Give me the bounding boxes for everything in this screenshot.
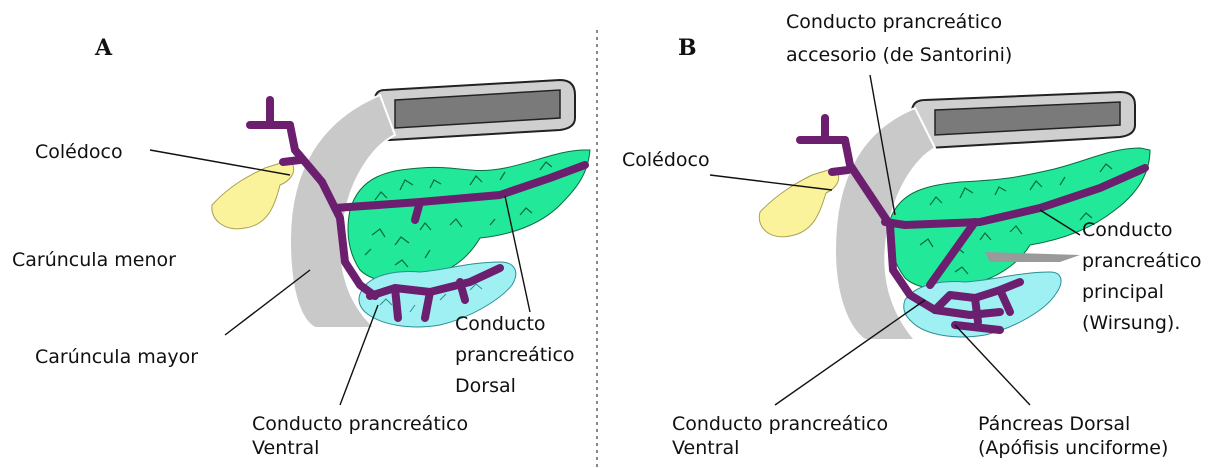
gallbladder-b [759, 168, 838, 237]
wirsung-wedge [985, 252, 1080, 262]
coledoco-label-a: Colédoco [35, 140, 123, 164]
dorsal-pancreas-a [348, 150, 590, 282]
coledoco-label-b: Colédoco [622, 148, 710, 172]
uncinate-label-line1: Páncreas Dorsal [978, 412, 1130, 436]
wirsung-label-line4: (Wirsung). [1082, 311, 1180, 335]
wirsung-label-line1: Conducto [1082, 218, 1173, 242]
uncinate-label-line2: (Apófisis unciforme) [978, 436, 1168, 460]
ventral-duct-label-b-line2: Ventral [672, 436, 739, 460]
ventral-duct-label-a-line2: Ventral [252, 436, 319, 460]
ventral-duct-label-a-line1: Conducto prancreático [252, 412, 468, 436]
panel-a-letter: A [95, 35, 112, 61]
panel-b-letter: B [678, 35, 697, 61]
caruncula-mayor-label: Carúncula mayor [35, 345, 198, 369]
ventral-duct-label-b-line1: Conducto prancreático [672, 412, 888, 436]
dorsal-duct-label-a-line3: Dorsal [455, 374, 516, 398]
wirsung-label-line2: prancreático [1082, 249, 1202, 273]
wirsung-label-line3: principal [1082, 280, 1164, 304]
dorsal-duct-label-a-line1: Conducto [455, 312, 546, 336]
santorini-label-line1: Conducto prancreático [786, 10, 1002, 34]
santorini-label-line2: accesorio (de Santorini) [786, 43, 1012, 67]
dorsal-duct-label-a-line2: prancreático [455, 343, 575, 367]
gallbladder-a [212, 160, 294, 229]
caruncula-menor-label: Carúncula menor [12, 248, 176, 272]
